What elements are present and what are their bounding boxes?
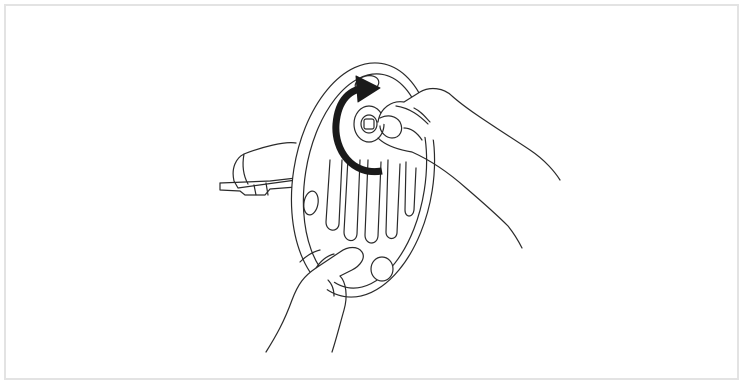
bracket-illustration — [220, 143, 296, 195]
